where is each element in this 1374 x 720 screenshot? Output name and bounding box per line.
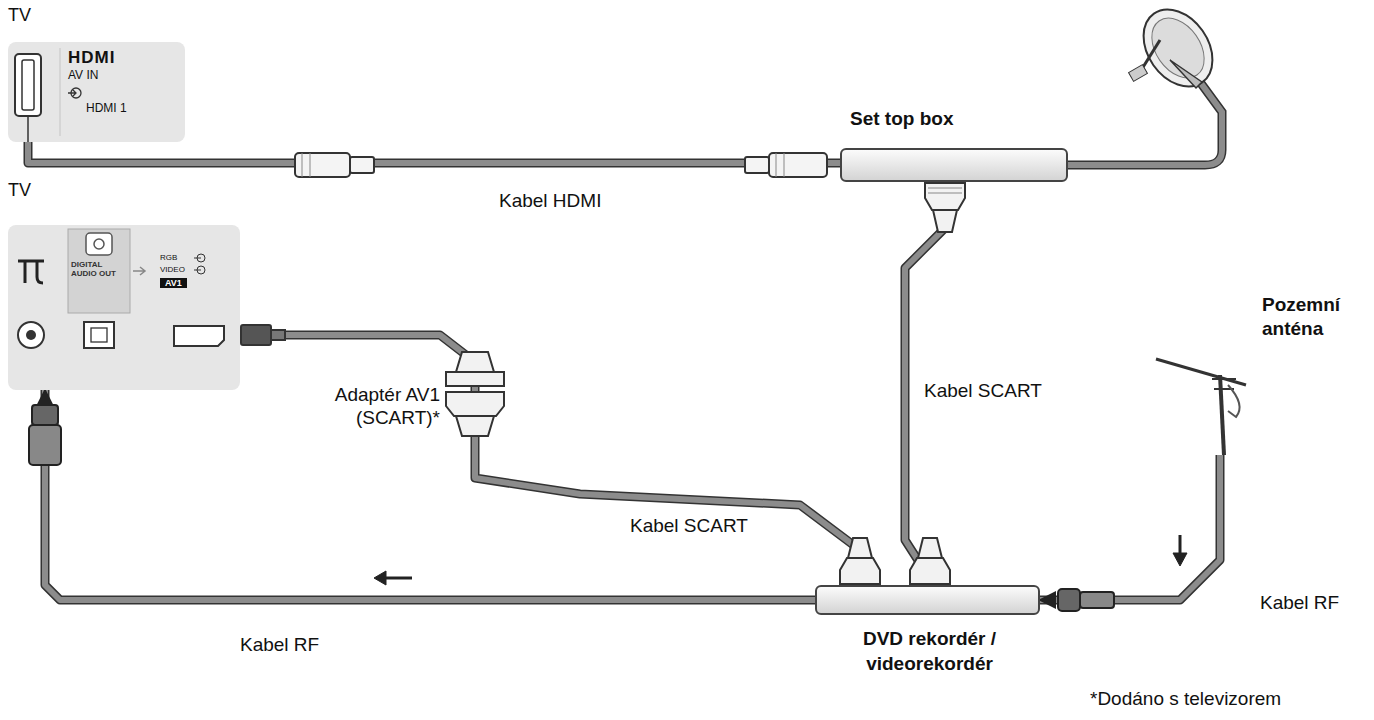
- cable: [1040, 455, 1220, 600]
- port-label: RGB: [160, 253, 177, 262]
- cable-outline: [28, 142, 840, 163]
- scart-plug: [925, 183, 965, 232]
- adapter-label: Adaptér AV1 (SCART)*: [270, 384, 442, 430]
- device-label: DVD rekordér / videorekordér: [797, 627, 1062, 676]
- rf-plug: [29, 405, 1114, 611]
- port-label: AV1: [160, 278, 187, 288]
- tv-connector-panel: TVDIGITAL AUDIO OUTRGBVIDEOAV1: [8, 225, 240, 390]
- footnote: *Dodáno s televizorem: [1088, 688, 1283, 711]
- cable-outline: [1040, 455, 1220, 600]
- tv-connector-panel: TVHDMIAV INHDMI 1: [8, 42, 185, 142]
- port-symbols: [1150, 345, 1250, 455]
- cable-label: Kabel HDMI: [497, 190, 603, 213]
- port-label: HDMI: [68, 48, 115, 68]
- direction-arrow: [374, 535, 1187, 585]
- scart-plug: [840, 538, 950, 584]
- device-label: Set top box: [850, 108, 953, 130]
- device-label: Pozemní anténa: [1262, 293, 1362, 341]
- port-label: DIGITAL AUDIO OUT: [71, 261, 125, 279]
- cable: [240, 335, 860, 585]
- device-label: TV: [8, 5, 31, 26]
- satellite-dish: [1068, 0, 1227, 165]
- hdmi-plug: [295, 153, 827, 177]
- cable: [28, 142, 840, 163]
- cable-label: Kabel RF: [238, 634, 321, 657]
- cable-label: Kabel RF: [1258, 592, 1341, 615]
- cable-label: Kabel SCART: [628, 515, 750, 538]
- port-label: VIDEO: [160, 265, 185, 274]
- terrestrial-antenna: Pozemní anténa: [1150, 345, 1250, 455]
- port-label: AV IN: [68, 69, 98, 83]
- set-top-box: Set top box: [840, 148, 1068, 182]
- scart-adapter: [241, 325, 504, 436]
- port-symbols: [8, 225, 240, 390]
- port-label: HDMI 1: [86, 102, 127, 116]
- cable-outline: [240, 335, 860, 585]
- cable-label: Kabel SCART: [922, 380, 1044, 403]
- dvd-recorder: DVD rekordér / videorekordér: [815, 585, 1040, 615]
- device-label: TV: [8, 180, 31, 201]
